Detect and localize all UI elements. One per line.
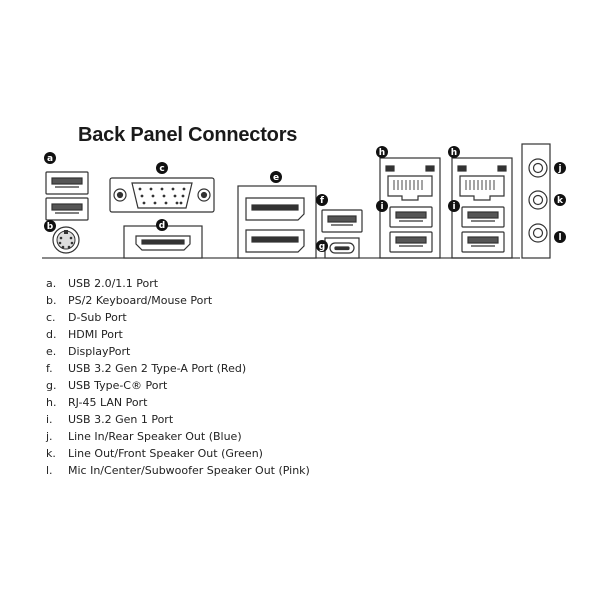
badge-i-1: i — [376, 200, 388, 212]
usb-type-c-port — [324, 237, 360, 259]
legend-item: c. D-Sub Port — [46, 309, 310, 326]
legend-text: USB 3.2 Gen 1 Port — [68, 413, 174, 426]
lan-usb-stack-1 — [379, 157, 441, 259]
svg-text:h: h — [451, 148, 457, 158]
legend-text: PS/2 Keyboard/Mouse Port — [68, 294, 213, 307]
legend-item: l. Mic In/Center/Subwoofer Speaker Out (P… — [46, 462, 310, 479]
badge-b: b — [44, 220, 56, 232]
connector-legend: a. USB 2.0/1.1 Port b. PS/2 Keyboard/Mouse… — [46, 275, 310, 479]
legend-item: j. Line In/Rear Speaker Out (Blue) — [46, 428, 310, 445]
legend-letter: f. — [46, 362, 53, 375]
legend-item: f. USB 3.2 Gen 2 Type-A Port (Red) — [46, 360, 310, 377]
svg-text:i: i — [452, 202, 455, 212]
svg-text:i: i — [380, 202, 383, 212]
legend-letter: j. — [46, 430, 53, 443]
usb2-port-stack — [45, 171, 89, 221]
legend-item: g. USB Type-C® Port — [46, 377, 310, 394]
legend-item: i. USB 3.2 Gen 1 Port — [46, 411, 310, 428]
badge-k: k — [554, 194, 566, 206]
badge-e: e — [270, 171, 282, 183]
svg-text:b: b — [47, 222, 54, 232]
legend-item: h. RJ-45 LAN Port — [46, 394, 310, 411]
legend-text: HDMI Port — [68, 328, 123, 341]
legend-item: d. HDMI Port — [46, 326, 310, 343]
svg-text:f: f — [320, 196, 324, 206]
legend-item: b. PS/2 Keyboard/Mouse Port — [46, 292, 310, 309]
badge-c: c — [156, 162, 168, 174]
svg-text:h: h — [379, 148, 385, 158]
legend-text: DisplayPort — [68, 345, 131, 358]
legend-item: k. Line Out/Front Speaker Out (Green) — [46, 445, 310, 462]
badge-i-2: i — [448, 200, 460, 212]
badge-d: d — [156, 219, 168, 231]
ps2-port — [52, 226, 80, 254]
legend-letter: i. — [46, 413, 53, 426]
legend-letter: a. — [46, 277, 57, 290]
usb32-gen2-port — [321, 209, 363, 233]
svg-text:j: j — [557, 164, 561, 174]
legend-text: USB 3.2 Gen 2 Type-A Port (Red) — [68, 362, 247, 375]
badge-h-1: h — [376, 146, 388, 158]
badge-a: a — [44, 152, 56, 164]
legend-item: e. DisplayPort — [46, 343, 310, 360]
svg-text:k: k — [557, 196, 564, 206]
legend-letter: h. — [46, 396, 57, 409]
legend-text: RJ-45 LAN Port — [68, 396, 148, 409]
badge-j: j — [554, 162, 566, 174]
svg-text:e: e — [273, 173, 279, 183]
legend-text: Line Out/Front Speaker Out (Green) — [68, 447, 263, 460]
diagram-title: Back Panel Connectors — [78, 124, 298, 146]
legend-letter: l. — [46, 464, 53, 477]
legend-letter: g. — [46, 379, 57, 392]
legend-text: USB 2.0/1.1 Port — [68, 277, 159, 290]
legend-letter: e. — [46, 345, 57, 358]
hdmi-port — [123, 225, 203, 259]
legend-item: a. USB 2.0/1.1 Port — [46, 275, 310, 292]
svg-text:g: g — [319, 242, 325, 252]
legend-text: D-Sub Port — [68, 311, 127, 324]
badge-h-2: h — [448, 146, 460, 158]
legend-letter: d. — [46, 328, 57, 341]
badge-l: l — [554, 231, 566, 243]
svg-text:c: c — [159, 164, 164, 174]
audio-jack-stack — [521, 143, 551, 259]
badge-f: f — [316, 194, 328, 206]
legend-letter: k. — [46, 447, 56, 460]
legend-text: Line In/Rear Speaker Out (Blue) — [68, 430, 242, 443]
svg-text:d: d — [159, 221, 165, 231]
legend-text: Mic In/Center/Subwoofer Speaker Out (Pin… — [68, 464, 310, 477]
legend-letter: b. — [46, 294, 57, 307]
svg-text:a: a — [47, 154, 53, 164]
dsub-port — [109, 177, 215, 213]
lan-usb-stack-2 — [451, 157, 513, 259]
displayport-stack — [237, 185, 317, 259]
legend-text: USB Type-C® Port — [68, 379, 168, 392]
svg-text:l: l — [558, 233, 561, 243]
legend-letter: c. — [46, 311, 56, 324]
badge-g: g — [316, 240, 328, 252]
